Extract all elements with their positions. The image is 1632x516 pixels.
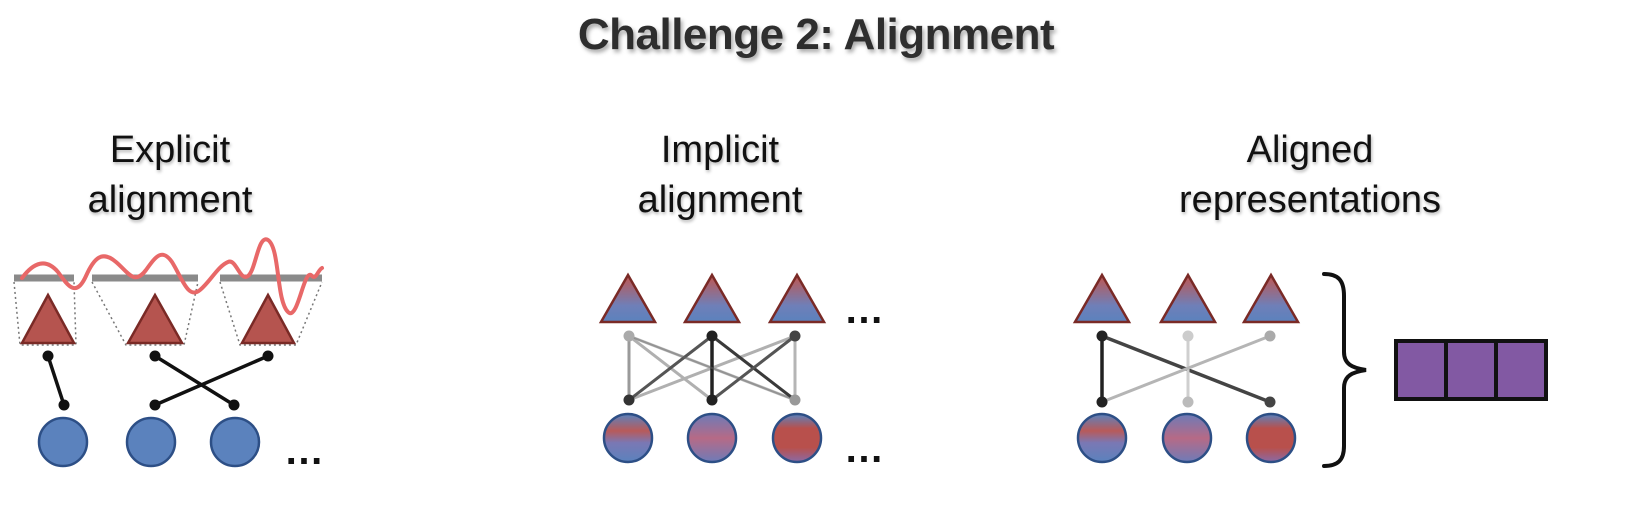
- aligned-triangle-2: [1158, 272, 1218, 324]
- segment-projection-3: [219, 281, 323, 346]
- link-node: [706, 394, 718, 406]
- aligned-label-line1: Aligned: [1246, 129, 1374, 171]
- link-node: [1264, 396, 1276, 408]
- explicit-ellipsis: …: [284, 429, 324, 473]
- explicit-link-1: [46, 355, 66, 406]
- vector-cell-1: [1394, 339, 1448, 401]
- link-node: [149, 399, 161, 411]
- aligned-representation-vector: [1394, 339, 1548, 401]
- link-node: [42, 350, 54, 362]
- explicit-label-line2: alignment: [87, 179, 253, 221]
- aligned-link: [1101, 334, 1271, 404]
- aligned-circle-3: [1245, 412, 1297, 464]
- implicit-alignment-label: Implicit alignment: [470, 125, 970, 225]
- implicit-circle-1: [602, 412, 654, 464]
- diagram-title: Challenge 2: Alignment: [577, 10, 1055, 59]
- explicit-triangle-1: [19, 292, 77, 345]
- implicit-circle-2: [686, 412, 738, 464]
- link-node: [1182, 396, 1194, 408]
- vector-cell-2: [1444, 339, 1498, 401]
- link-node: [789, 394, 801, 406]
- link-node: [1096, 330, 1108, 342]
- implicit-triangle-1: [598, 272, 658, 324]
- link-node: [1264, 330, 1276, 342]
- explicit-triangle-3: [239, 292, 297, 345]
- link-node: [149, 350, 161, 362]
- implicit-triangle-2: [682, 272, 742, 324]
- aligned-circle-1: [1076, 412, 1128, 464]
- explicit-alignment-panel: …: [13, 237, 324, 473]
- explicit-alignment-label: Explicit alignment: [0, 125, 420, 225]
- curly-brace: [1322, 272, 1367, 468]
- aligned-representations-panel: [1072, 272, 1548, 468]
- explicit-link-3: [154, 354, 269, 407]
- explicit-link-2: [154, 354, 235, 407]
- link-node: [623, 394, 635, 406]
- aligned-representations-label: Aligned representations: [1060, 125, 1560, 225]
- implicit-circle-ellipsis: …: [844, 427, 884, 471]
- explicit-circle-2: [125, 416, 177, 468]
- link-node: [623, 330, 635, 342]
- aligned-triangle-3: [1241, 272, 1301, 324]
- implicit-triangle-3: [767, 272, 827, 324]
- implicit-link-dark: [628, 334, 713, 402]
- implicit-triangle-ellipsis: …: [844, 288, 884, 332]
- link-node: [1096, 396, 1108, 408]
- aligned-circle-2: [1161, 412, 1213, 464]
- implicit-link-dark: [711, 334, 796, 402]
- link-node: [228, 399, 240, 411]
- segment-projection-2: [91, 281, 199, 346]
- link-node: [789, 330, 801, 342]
- vector-cell-3: [1494, 339, 1548, 401]
- implicit-link-dark: [628, 335, 796, 401]
- implicit-label-line1: Implicit: [660, 129, 780, 171]
- explicit-circle-1: [37, 416, 89, 468]
- link-node: [1182, 330, 1194, 342]
- explicit-circle-3: [209, 416, 261, 468]
- link-node: [706, 330, 718, 342]
- implicit-alignment-panel: … …: [598, 272, 884, 471]
- aligned-label-line2: representations: [1179, 179, 1441, 221]
- explicit-label-line1: Explicit: [109, 129, 231, 171]
- aligned-triangle-1: [1072, 272, 1132, 324]
- segment-projection-1: [13, 281, 77, 346]
- implicit-circle-3: [771, 412, 823, 464]
- implicit-label-line2: alignment: [637, 179, 803, 221]
- link-node: [58, 399, 70, 411]
- signal-wave: [20, 237, 324, 316]
- explicit-triangle-2: [125, 292, 185, 345]
- link-node: [262, 350, 274, 362]
